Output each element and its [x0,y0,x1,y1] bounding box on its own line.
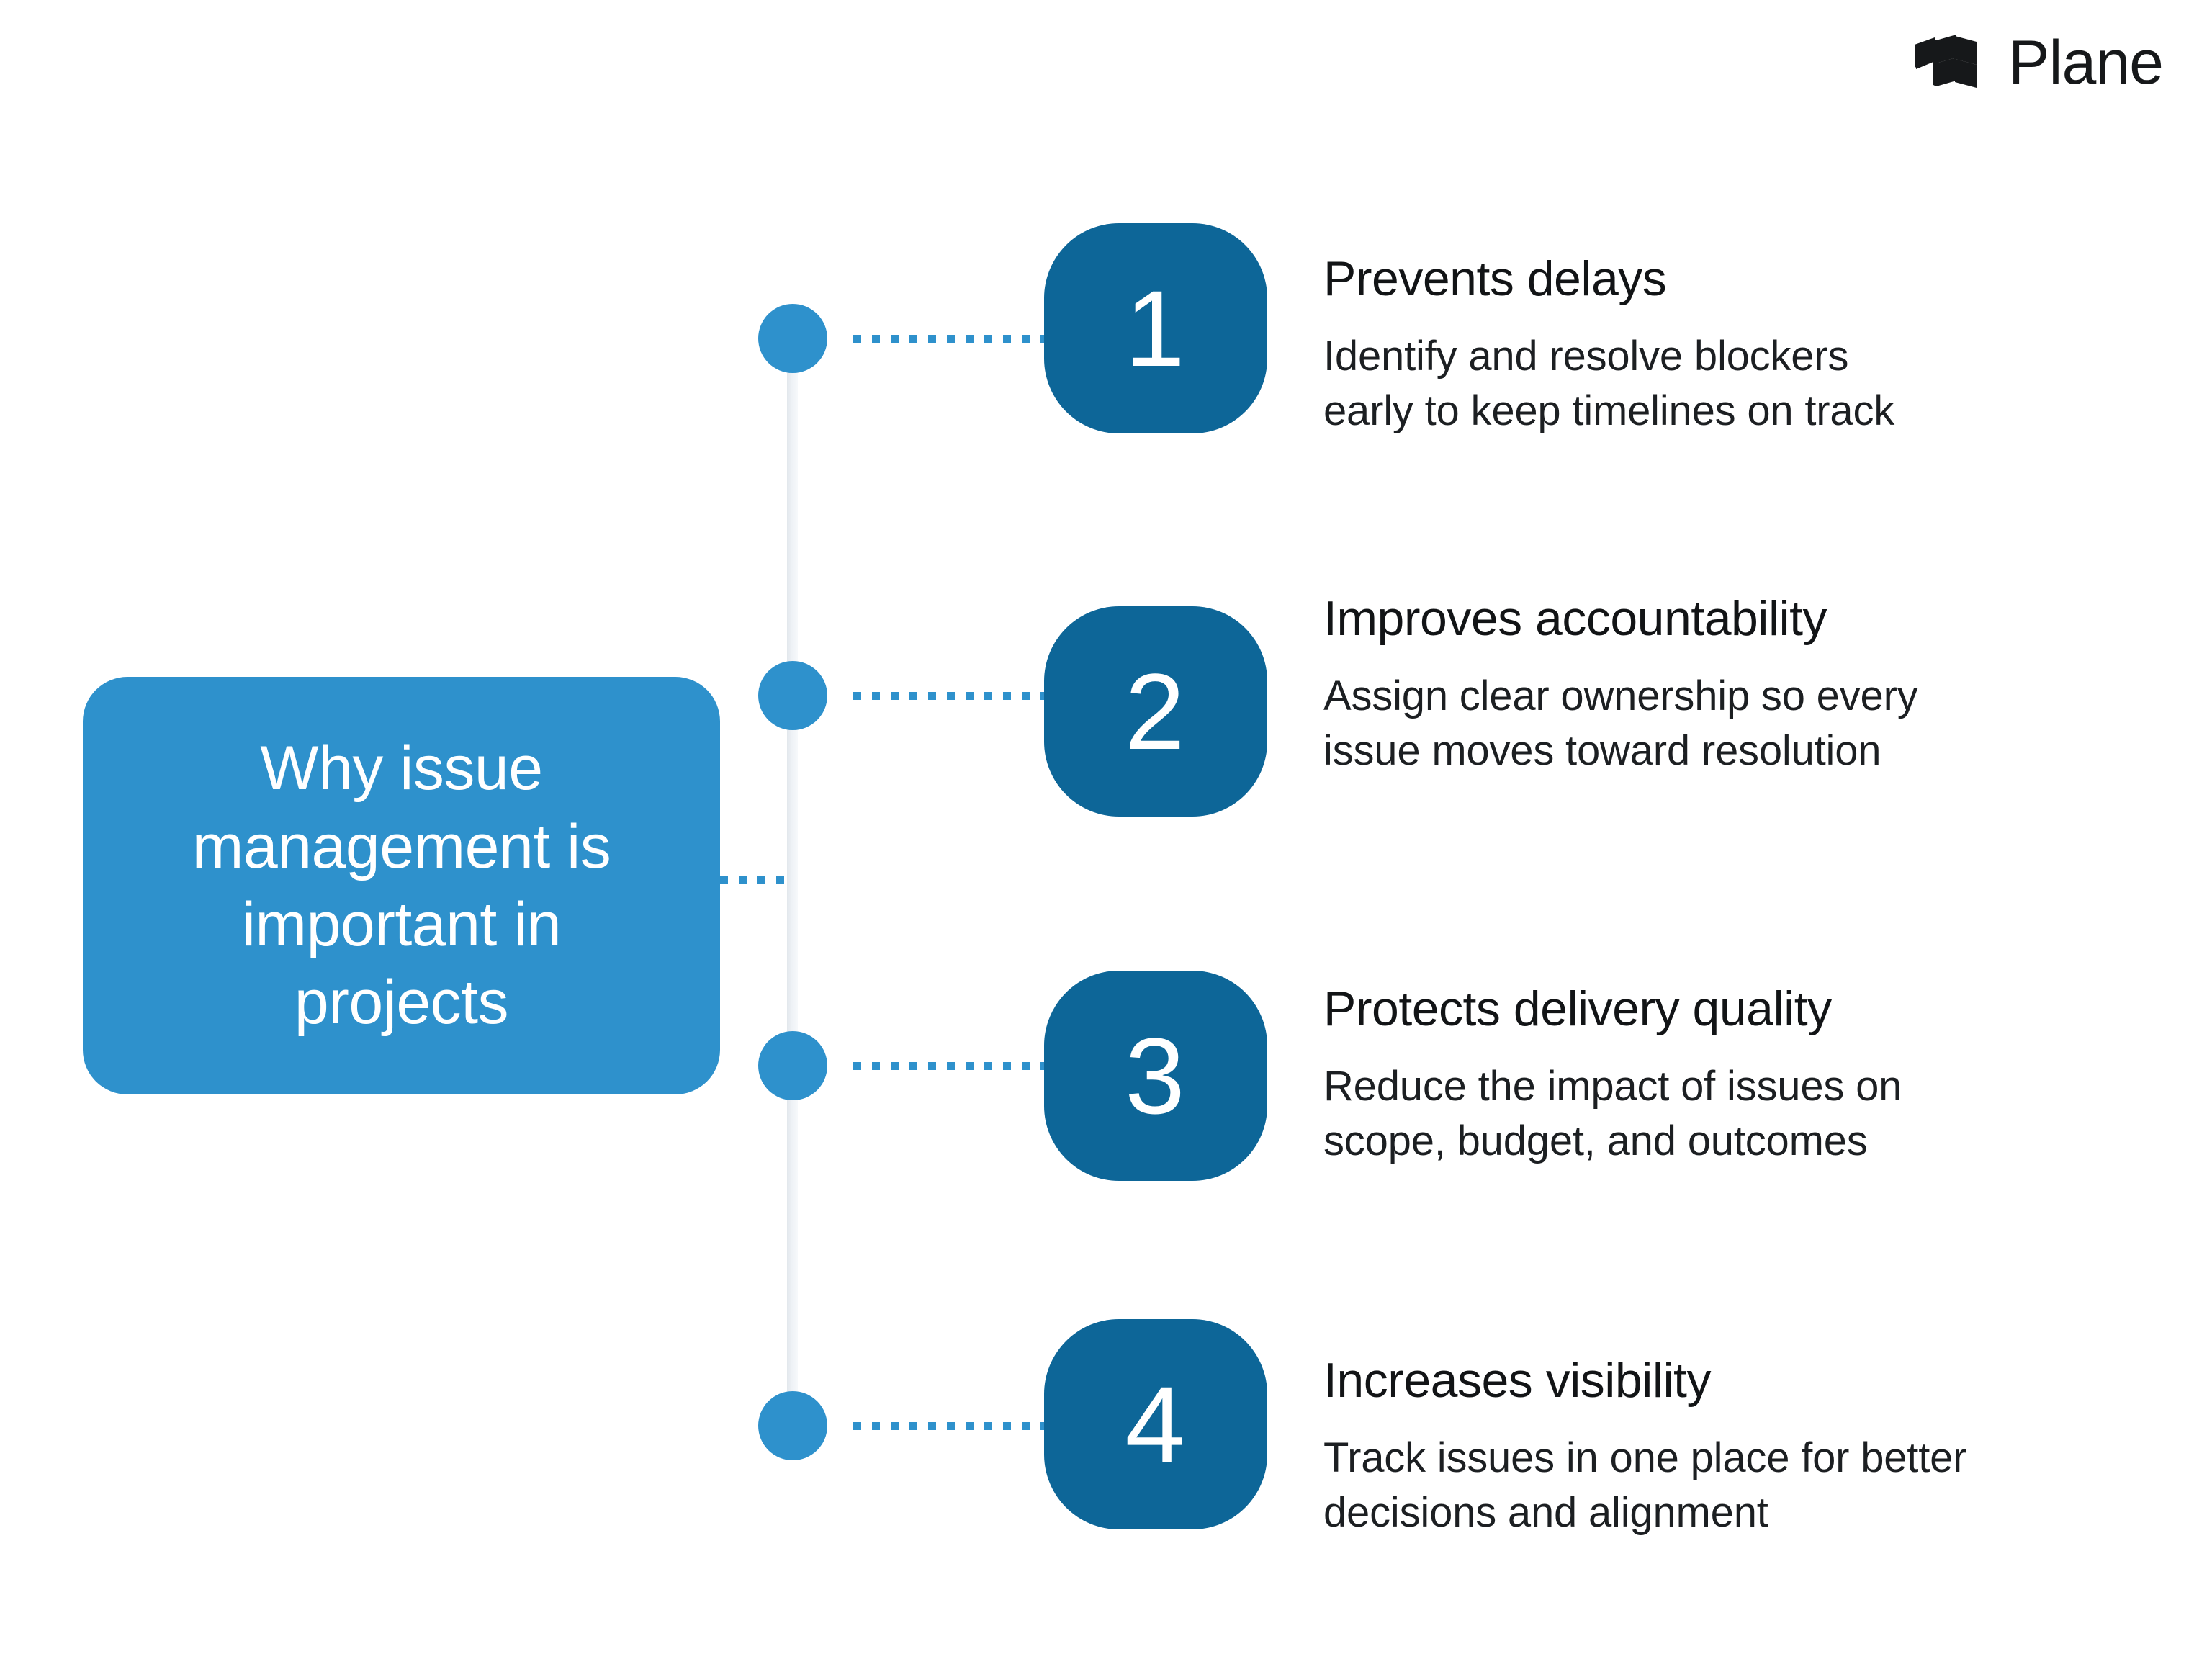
item-1-title: Prevents delays [1323,251,1667,306]
number-badge-2-value: 2 [1125,651,1187,772]
center-label-connector [720,876,789,884]
timeline-dot-3 [758,1031,827,1100]
timeline-spine [787,360,798,1397]
item-4-text: Increases visibility Track issues in one… [1323,1352,2087,1541]
number-badge-1: 1 [1044,223,1267,433]
number-badge-4-value: 4 [1125,1364,1187,1485]
item-1-description: Identify and resolve blockers early to k… [1323,332,1895,435]
item-2-title: Improves accountability [1323,591,1827,646]
timeline-dot-1 [758,304,827,373]
center-label-box: Why issue management is important in pro… [83,677,720,1094]
item-2-description: Assign clear ownership so every issue mo… [1323,672,1918,775]
item-1-text: Prevents delays Identify and resolve blo… [1323,251,2087,439]
brand-name: Plane [2008,28,2164,97]
number-badge-4: 4 [1044,1319,1267,1529]
timeline-connector-3 [853,1062,1044,1070]
item-4-description: Track issues in one place for better dec… [1323,1434,1967,1537]
number-badge-2: 2 [1044,606,1267,817]
center-label-text: Why issue management is important in pro… [192,734,611,1038]
number-badge-3: 3 [1044,971,1267,1181]
timeline-dot-4 [758,1391,827,1460]
timeline-connector-1 [853,335,1044,343]
item-3-text: Protects delivery quality Reduce the imp… [1323,981,2087,1169]
item-4-title: Increases visibility [1323,1353,1711,1408]
plane-logo-icon [1915,35,1977,88]
timeline-dot-2 [758,661,827,730]
item-2-text: Improves accountability Assign clear own… [1323,590,2087,779]
timeline-connector-4 [853,1422,1044,1430]
item-3-description: Reduce the impact of issues on scope, bu… [1323,1062,1902,1165]
timeline-connector-2 [853,692,1044,700]
item-3-title: Protects delivery quality [1323,981,1832,1036]
number-badge-1-value: 1 [1125,268,1187,389]
brand-logo: Plane [1915,28,2164,97]
number-badge-3-value: 3 [1125,1015,1187,1136]
